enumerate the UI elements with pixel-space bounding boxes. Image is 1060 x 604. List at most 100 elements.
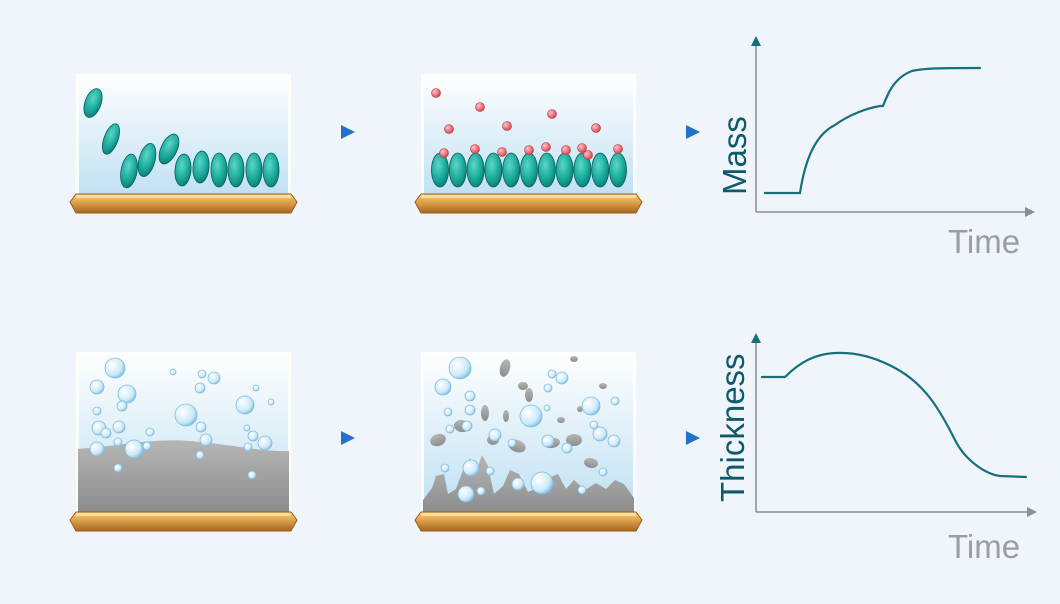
gas-bubble [267, 398, 275, 406]
red-particle [577, 143, 587, 153]
cell-wall [76, 352, 79, 512]
adsorbing-molecules [83, 88, 627, 189]
deposit-chunk [499, 359, 511, 377]
molecule [158, 133, 180, 165]
gas-bubble [145, 427, 155, 437]
gas-bubble [592, 426, 608, 442]
gas-bubble [197, 369, 207, 379]
gas-bubble [89, 441, 105, 457]
gas-bubble [511, 477, 525, 491]
molecule [210, 152, 228, 188]
gas-bubble [142, 441, 152, 451]
red-particle [524, 145, 534, 155]
red-particle [444, 124, 454, 134]
gas-bubble [247, 470, 257, 480]
gold-electrode [414, 193, 643, 214]
molecule [262, 152, 280, 188]
red-particle [475, 102, 485, 112]
gas-bubble [589, 420, 599, 430]
mass-curve [763, 66, 982, 195]
gas-bubble [169, 368, 177, 376]
gas-bubble [610, 396, 620, 406]
gas-bubbles [89, 356, 621, 503]
graph-curves [760, 66, 1028, 479]
red-particle [613, 144, 623, 154]
red-particle [541, 142, 551, 152]
gas-bubble [100, 427, 112, 439]
molecule [537, 152, 556, 188]
electrode-highlight [76, 195, 291, 198]
gas-bubble [89, 379, 105, 395]
gas-bubble [174, 403, 198, 427]
gas-bubble [555, 371, 569, 385]
gas-bubble [440, 463, 450, 473]
molecule [192, 150, 210, 184]
gas-bubble [252, 384, 260, 392]
molecule [555, 152, 574, 188]
gas-bubble [113, 437, 123, 447]
gas-bubble [462, 459, 480, 477]
gray-deposits [78, 356, 634, 512]
gas-bubble [485, 466, 495, 476]
triangle-right-icon [686, 431, 700, 445]
gas-bubble [195, 421, 207, 433]
gas-bubble [507, 438, 517, 448]
red-particle [547, 109, 557, 119]
gas-bubble [488, 428, 502, 442]
gas-bubble [461, 420, 473, 432]
gas-bubble [113, 463, 123, 473]
deposit-chunk [525, 388, 533, 402]
gas-bubble [443, 407, 453, 417]
gas-bubble [448, 356, 472, 380]
molecule [609, 152, 627, 188]
molecule [573, 152, 592, 188]
deposit-chunk [566, 434, 582, 446]
triangle-right-icon [341, 431, 355, 445]
gold-electrode [69, 511, 298, 532]
deposit-chunk [430, 433, 446, 447]
gas-bubble [607, 434, 621, 448]
cell-wall [421, 352, 424, 512]
gas-bubble [257, 435, 273, 451]
deposit-chunk [570, 356, 578, 362]
red-particle [439, 148, 449, 158]
deposit-chunk [557, 417, 565, 423]
gas-bubble [199, 433, 213, 447]
x-axis-arrowhead [1027, 507, 1037, 517]
gas-bubble [445, 424, 455, 434]
electrode-highlight [421, 513, 636, 516]
cell-wall [421, 74, 424, 196]
red-particle [497, 147, 507, 157]
gas-bubble [476, 486, 486, 496]
gas-bubble [124, 439, 144, 459]
molecule [120, 153, 138, 189]
molecule [102, 123, 120, 155]
deposit-layer [78, 440, 289, 512]
deposit-chunk [584, 457, 598, 469]
molecule [137, 143, 157, 177]
thickness-axis-label: Thickness [714, 353, 751, 502]
gas-bubble [581, 396, 601, 416]
molecule [83, 88, 103, 118]
y-axis-arrowhead [751, 333, 761, 343]
red-particle [583, 150, 593, 160]
gas-bubble [207, 371, 221, 385]
red-particle [591, 123, 601, 133]
gas-bubble [464, 404, 476, 416]
gas-bubble [457, 485, 475, 503]
molecule [245, 152, 263, 188]
gas-bubble [519, 404, 543, 428]
deposit-chunk [518, 382, 528, 390]
gas-bubble [235, 395, 255, 415]
gas-bubble [577, 485, 587, 495]
molecule [227, 152, 245, 188]
x-axis-arrowhead [1025, 207, 1035, 217]
molecule [466, 152, 485, 188]
thickness-curve [760, 351, 1028, 479]
electrode-highlight [76, 513, 291, 516]
gas-bubble [92, 406, 102, 416]
gas-bubble [117, 384, 137, 404]
gas-bubble [464, 390, 476, 402]
